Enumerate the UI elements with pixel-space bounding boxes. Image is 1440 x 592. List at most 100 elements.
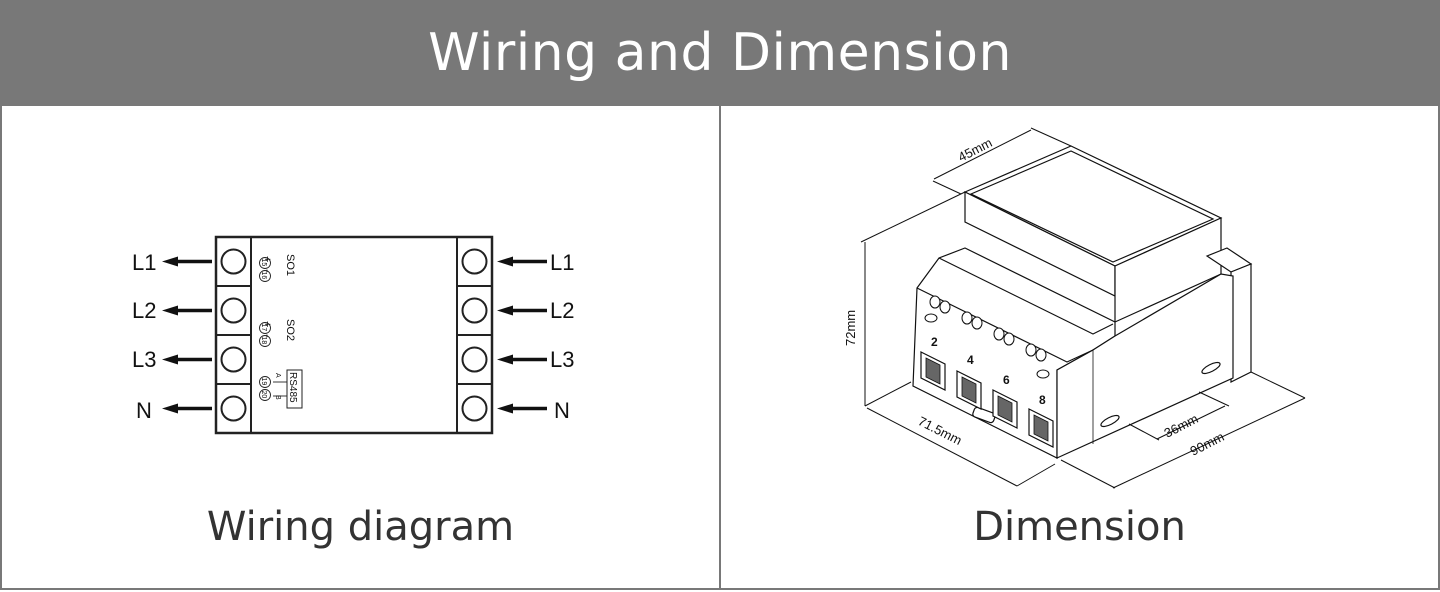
- meter-body: [214, 235, 494, 435]
- right-arrow-icon: [497, 305, 513, 316]
- svg-text:36mm: 36mm: [1162, 411, 1201, 441]
- wiring-diagram: L1 L2 L3 N L1 L2 L3 N SO1 + - 15 16 SO2 …: [132, 235, 574, 435]
- mount-screw-right: [1036, 369, 1050, 379]
- pin-17-circle: [259, 322, 271, 334]
- side-face: [1056, 273, 1234, 459]
- label-45mm: 45mm: [956, 135, 995, 165]
- lower-body: [912, 247, 1234, 459]
- pin-18-circle: [259, 335, 271, 347]
- pin-15: 15: [260, 259, 267, 267]
- terminal-port-opening: [1033, 414, 1049, 442]
- pin-20: 20: [260, 391, 267, 399]
- label-36mm: 36mm: [1162, 411, 1201, 441]
- page-title: Wiring and Dimension: [428, 23, 1012, 83]
- terminal-clamp: [1025, 343, 1037, 357]
- rs485-signs: A B: [274, 373, 281, 400]
- terminal-clamp: [971, 316, 983, 330]
- dimension-line-71-5mm: [864, 381, 1056, 487]
- left-arrow-icon: [162, 403, 178, 414]
- svg-text:SO2: SO2: [284, 319, 296, 341]
- terminal-clamp: [1035, 348, 1047, 362]
- so1-output-label: SO1: [284, 254, 296, 276]
- pin-18: 18: [260, 337, 267, 345]
- right-terminal-label-l3: L3: [550, 347, 574, 372]
- pin-15-circle: [259, 257, 271, 269]
- svg-text:90mm: 90mm: [1188, 429, 1227, 459]
- wiring-panel: L1 L2 L3 N L1 L2 L3 N SO1 + - 15 16 SO2 …: [0, 106, 720, 590]
- right-terminal-label-l1: L1: [550, 250, 574, 275]
- dimension-drawing: 2 4 6 8 45mm 72mm 71.5mm: [843, 127, 1306, 489]
- so2-plus-sign: +: [261, 321, 273, 327]
- svg-text:RS485: RS485: [287, 372, 298, 403]
- dimension-line-90mm: [1060, 371, 1306, 489]
- pin-16-circle: [259, 270, 271, 282]
- terminal-port-opening: [997, 395, 1013, 423]
- left-arrow-icon: [162, 256, 178, 267]
- right-terminal-screw: [461, 297, 488, 324]
- left-terminal-screw: [220, 248, 247, 275]
- dimension-caption: Dimension: [973, 504, 1186, 550]
- label-71-5mm: 71.5mm: [916, 413, 965, 448]
- right-arrow-icon: [497, 354, 513, 365]
- terminal-clamp: [993, 327, 1005, 341]
- terminal-number-4: 4: [967, 353, 974, 367]
- label-90mm: 90mm: [1188, 429, 1227, 459]
- terminal-clamp: [1003, 332, 1015, 346]
- left-terminal-screw: [220, 395, 247, 422]
- so1-pin-numbers: 15 16: [259, 257, 271, 282]
- right-terminal-screw: [461, 248, 488, 275]
- pin-17: 17: [260, 324, 267, 332]
- left-terminal-label-l1: L1: [132, 250, 156, 275]
- svg-text:72mm: 72mm: [843, 310, 858, 346]
- so1-plus-sign: +: [261, 256, 273, 262]
- rs485-b-sign: B: [274, 395, 281, 400]
- svg-text:71.5mm: 71.5mm: [916, 413, 965, 448]
- so2-output-label: SO2: [284, 319, 296, 341]
- rs485-pin-numbers: 19 20: [259, 376, 271, 401]
- svg-text:45mm: 45mm: [956, 135, 995, 165]
- terminal-port-opening: [925, 357, 941, 385]
- left-terminal-screw: [220, 297, 247, 324]
- right-terminal-screw: [461, 395, 488, 422]
- wiring-caption: Wiring diagram: [206, 504, 515, 550]
- left-arrow-icon: [162, 305, 178, 316]
- header-banner: Wiring and Dimension: [0, 0, 1440, 106]
- pin-19-circle: [259, 376, 271, 388]
- dimension-line-45mm: [932, 127, 1072, 195]
- top-housing: [963, 145, 1223, 323]
- dimension-line-72mm: [860, 191, 966, 406]
- right-terminal-screw: [461, 346, 488, 373]
- dimension-line-36mm: [1128, 391, 1230, 441]
- pin-20-circle: [259, 389, 271, 401]
- so2-pin-numbers: 17 18: [259, 322, 271, 347]
- terminal-clamp: [961, 311, 973, 325]
- pin-16: 16: [260, 272, 267, 280]
- left-terminal-label-l2: L2: [132, 298, 156, 323]
- rs485-box: [286, 369, 303, 409]
- right-arrow-icon: [497, 256, 513, 267]
- label-72mm: 72mm: [843, 310, 858, 346]
- pin-19: 19: [260, 378, 267, 386]
- rs485-label: RS485: [287, 372, 298, 403]
- left-terminal-label-l3: L3: [132, 347, 156, 372]
- left-terminal-screw: [220, 346, 247, 373]
- mount-slot-rear: [1201, 361, 1221, 375]
- front-bevel-line: [938, 257, 1114, 335]
- right-arrow-icon: [497, 403, 513, 414]
- right-terminal-label-n: N: [554, 398, 570, 423]
- left-arrow-icon: [162, 354, 178, 365]
- terminal-number-6: 6: [1003, 373, 1010, 387]
- left-terminal-label-n: N: [136, 398, 152, 423]
- top-face-inset: [969, 150, 1215, 263]
- rail-clip: [1205, 247, 1253, 383]
- dimension-panel: 2 4 6 8 45mm 72mm 71.5mm: [720, 106, 1440, 590]
- terminal-port-opening: [961, 376, 977, 404]
- mount-screw-left: [924, 313, 938, 323]
- mount-slot-front: [1100, 414, 1120, 428]
- rail-clip-side: [1230, 263, 1252, 383]
- terminal-number-8: 8: [1039, 393, 1046, 407]
- right-terminal-label-l2: L2: [550, 298, 574, 323]
- terminal-clamp: [929, 295, 941, 309]
- terminal-number-2: 2: [931, 335, 938, 349]
- terminal-clamp: [939, 300, 951, 314]
